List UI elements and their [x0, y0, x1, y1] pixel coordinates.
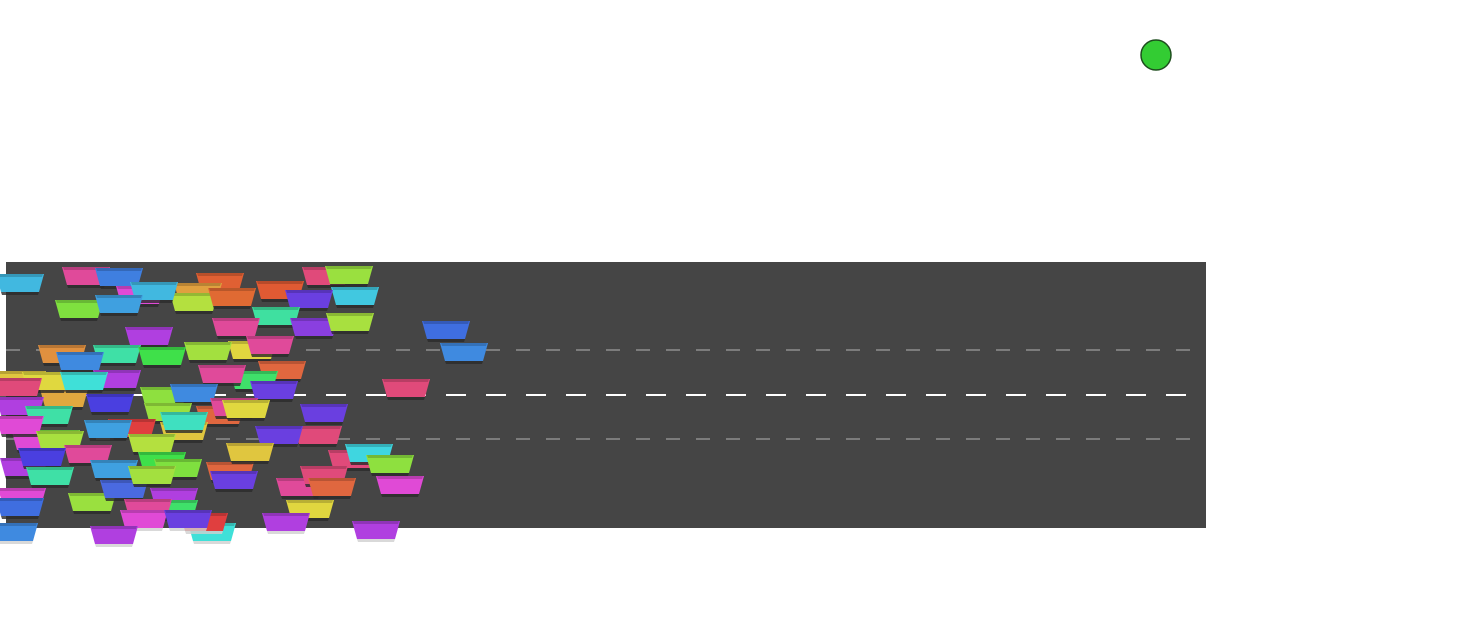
- car: [138, 347, 186, 368]
- car: [18, 448, 66, 469]
- car: [382, 379, 430, 400]
- car: [0, 498, 44, 519]
- car: [376, 476, 424, 497]
- car: [250, 381, 298, 402]
- car: [170, 293, 218, 314]
- car: [226, 443, 274, 464]
- car: [255, 426, 303, 447]
- car: [422, 321, 470, 342]
- traffic-cars: [0, 266, 488, 547]
- car: [0, 416, 44, 437]
- car: [0, 523, 38, 544]
- player-marker-icon[interactable]: [1140, 39, 1172, 71]
- car: [60, 372, 108, 393]
- car: [366, 455, 414, 476]
- car: [184, 342, 232, 363]
- car: [331, 287, 379, 308]
- car: [164, 510, 212, 531]
- car: [352, 521, 400, 542]
- car: [208, 288, 256, 309]
- car: [125, 327, 173, 348]
- car: [262, 513, 310, 534]
- car: [120, 510, 168, 531]
- car: [300, 404, 348, 425]
- car: [294, 426, 342, 447]
- car: [440, 343, 488, 364]
- car: [252, 307, 300, 328]
- car: [86, 394, 134, 415]
- car: [128, 466, 176, 487]
- car: [198, 365, 246, 386]
- car: [56, 352, 104, 373]
- car: [285, 290, 333, 311]
- car: [55, 300, 103, 321]
- car: [0, 274, 44, 295]
- car: [210, 471, 258, 492]
- car: [26, 467, 74, 488]
- car: [128, 434, 176, 455]
- car: [0, 378, 42, 399]
- car: [84, 420, 132, 441]
- car: [170, 384, 218, 405]
- car: [325, 266, 373, 287]
- car: [68, 493, 116, 514]
- car: [308, 478, 356, 499]
- car: [290, 318, 338, 339]
- car: [93, 345, 141, 366]
- car: [326, 313, 374, 334]
- car: [95, 295, 143, 316]
- car: [90, 526, 138, 547]
- car: [222, 400, 270, 421]
- car: [246, 336, 294, 357]
- car: [212, 318, 260, 339]
- car: [160, 412, 208, 433]
